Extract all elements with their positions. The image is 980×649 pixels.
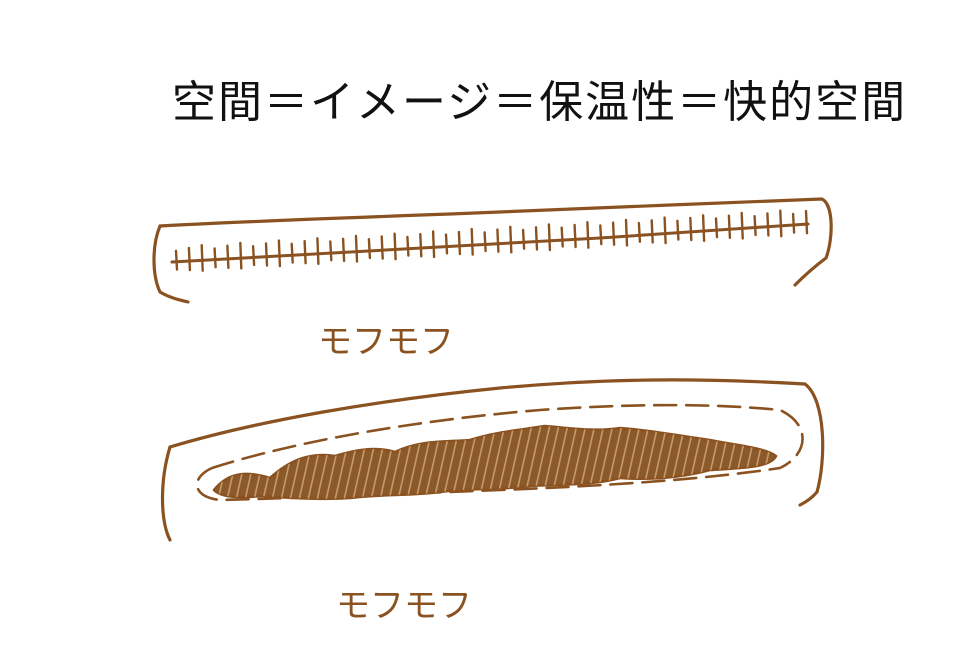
fabric-diagram-top: モフモフ xyxy=(152,197,833,362)
title-text: 空間＝イメージ＝保温性＝快的空間 xyxy=(172,77,907,128)
fabric-label-bottom: モフモフ xyxy=(336,586,472,626)
fabric-outline-top xyxy=(158,197,833,287)
warm-air-fill xyxy=(212,424,778,501)
fabric-left-edge-top xyxy=(152,224,190,304)
fabric-left-edge-bottom xyxy=(160,445,172,542)
fabric-label-top: モフモフ xyxy=(318,322,454,362)
fabric-outline-bottom xyxy=(168,378,825,507)
stitch-ticks-top xyxy=(174,209,809,272)
fabric-diagram-bottom: モフモフ xyxy=(160,378,825,626)
